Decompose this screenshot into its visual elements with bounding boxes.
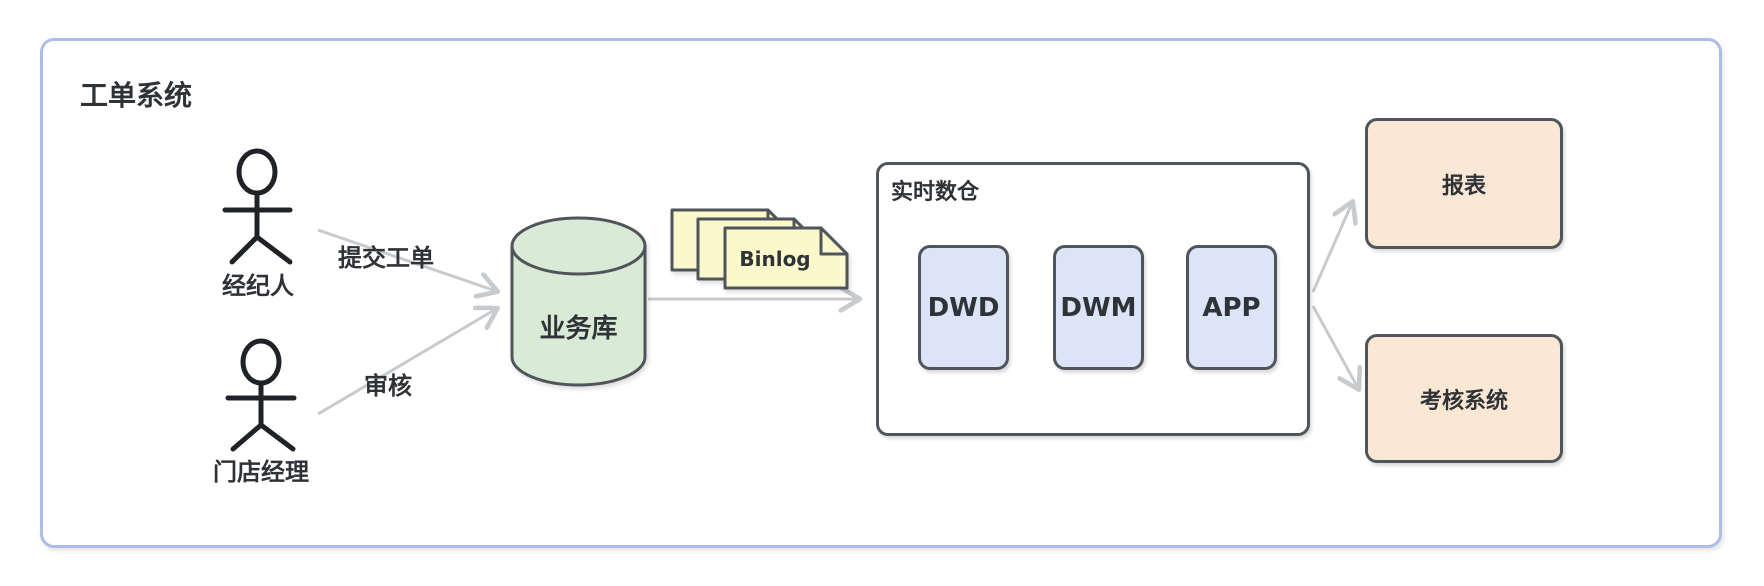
assessment-system-box: 考核系统 — [1365, 334, 1563, 463]
submit-ticket-arrow-label: 提交工单 — [338, 244, 434, 272]
stage-box-app: APP — [1186, 245, 1277, 370]
broker-actor-label: 经纪人 — [222, 272, 294, 300]
report-box-label: 报表 — [1441, 173, 1486, 199]
store-manager-actor-label: 门店经理 — [213, 458, 309, 486]
stage-box-dwd: DWD — [918, 245, 1009, 370]
stage-dwd-label: DWD — [927, 292, 1000, 323]
assessment-system-box-label: 考核系统 — [1419, 388, 1508, 414]
stage-app-label: APP — [1202, 292, 1261, 323]
stage-box-dwm: DWM — [1053, 245, 1144, 370]
realtime-warehouse-label: 实时数仓 — [891, 180, 980, 205]
stage-dwm-label: DWM — [1060, 292, 1137, 323]
realtime-warehouse-container: 实时数仓 DWD DWM APP — [876, 162, 1310, 436]
page-title: 工单系统 — [80, 79, 193, 112]
report-box: 报表 — [1365, 118, 1563, 249]
database-label: 业务库 — [539, 314, 618, 344]
binlog-note-label: Binlog — [739, 247, 811, 271]
review-arrow-label: 审核 — [364, 372, 412, 400]
